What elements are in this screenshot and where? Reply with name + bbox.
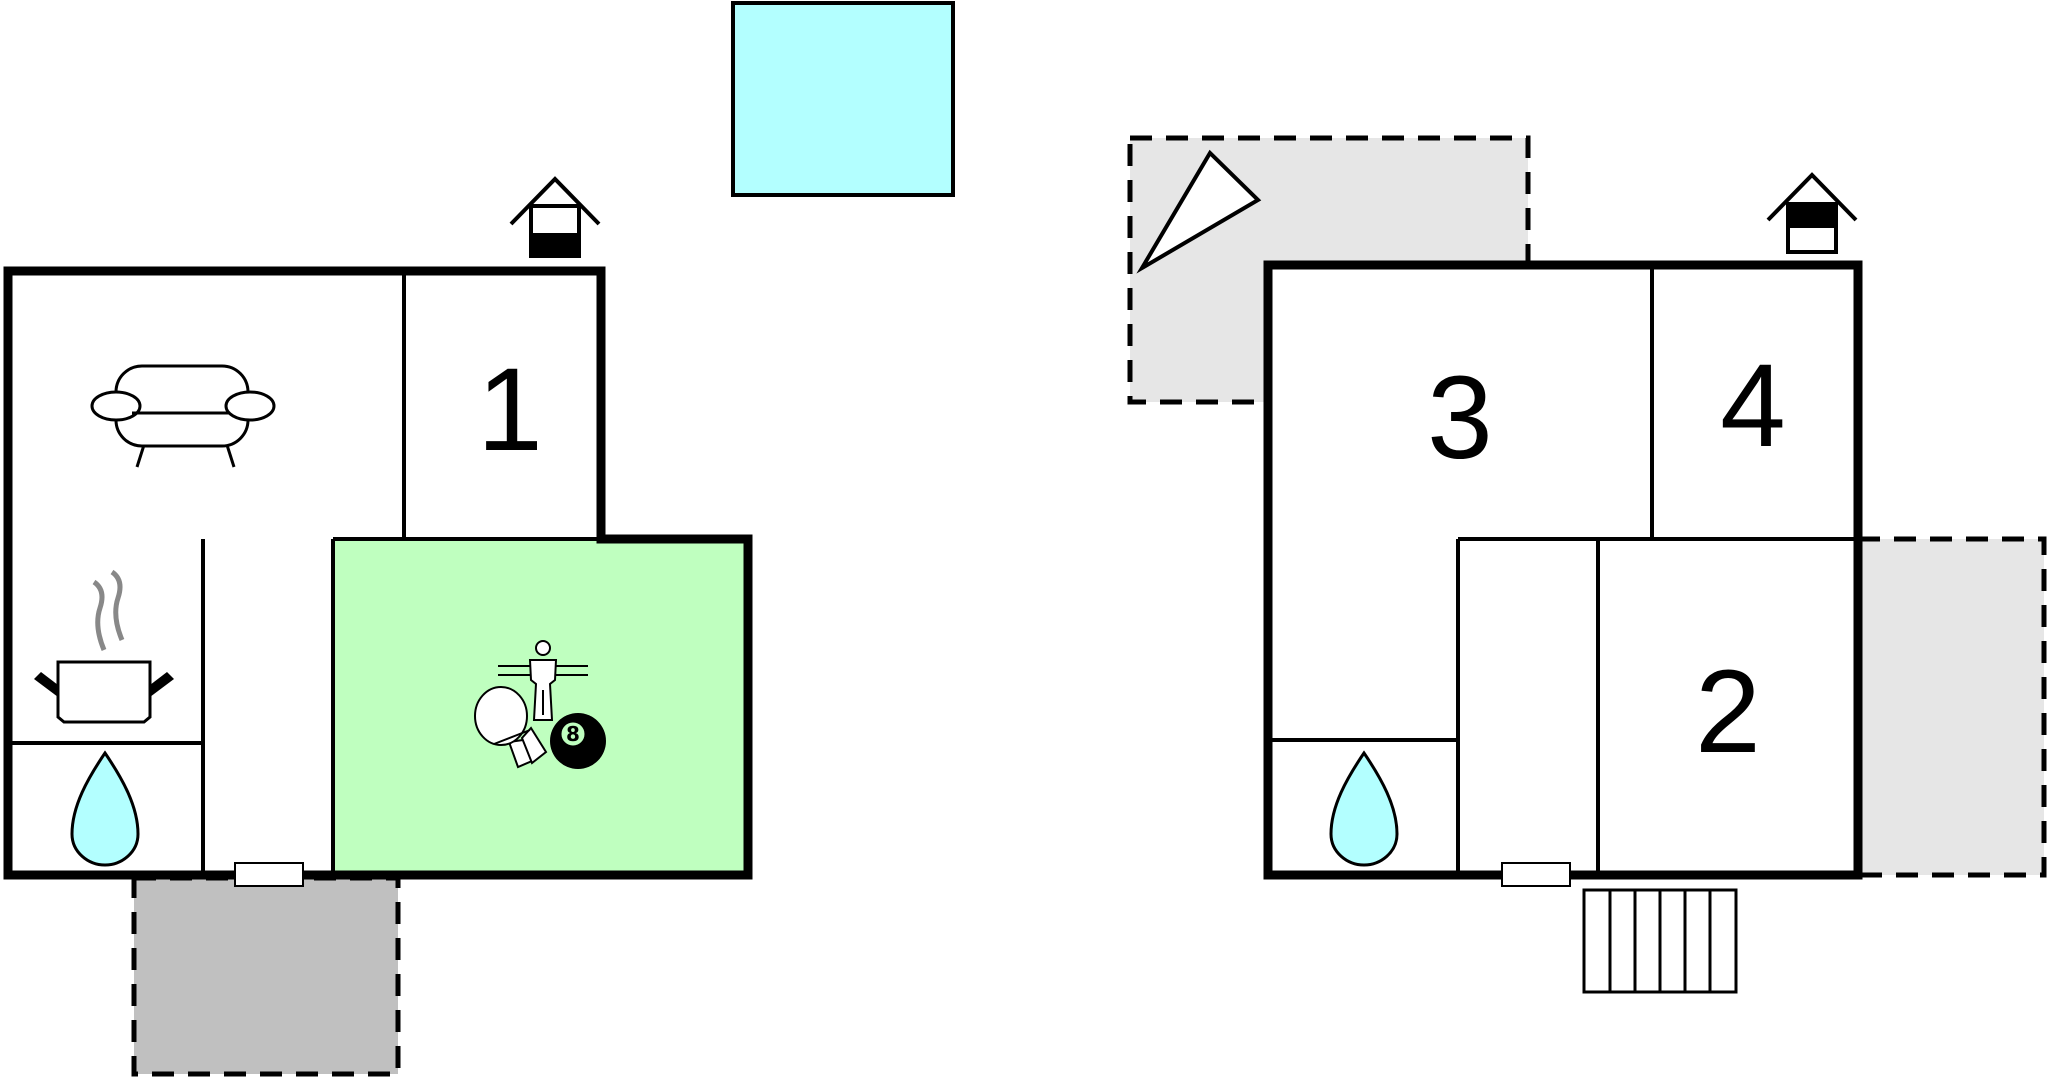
left-unit-outer-wall — [3, 266, 753, 880]
water-drop-icon — [70, 750, 140, 867]
room-label-1: 1 — [477, 344, 543, 476]
stairs-icon — [1582, 888, 1738, 994]
pool-ball-number: 8 — [566, 722, 580, 746]
bbq-grill-icon — [1136, 149, 1262, 274]
entrance-door — [234, 862, 304, 887]
cooking-pot-icon — [34, 569, 174, 724]
garden-area-right — [1855, 536, 2047, 878]
entrance-door — [1501, 862, 1571, 887]
pool-ball-icon: 8 — [550, 713, 606, 769]
room-label-2: 2 — [1695, 646, 1761, 778]
house-entrance-icon — [1766, 172, 1858, 254]
water-drop-icon — [1329, 750, 1399, 867]
table-football-icon — [498, 640, 588, 721]
table-tennis-icon — [474, 686, 548, 769]
house-entrance-icon — [509, 176, 601, 258]
swimming-pool — [731, 1, 955, 197]
sofa-icon — [90, 364, 276, 468]
room-label-4: 4 — [1720, 340, 1786, 472]
room-label-3: 3 — [1427, 352, 1493, 484]
terrace-left — [131, 875, 401, 1077]
